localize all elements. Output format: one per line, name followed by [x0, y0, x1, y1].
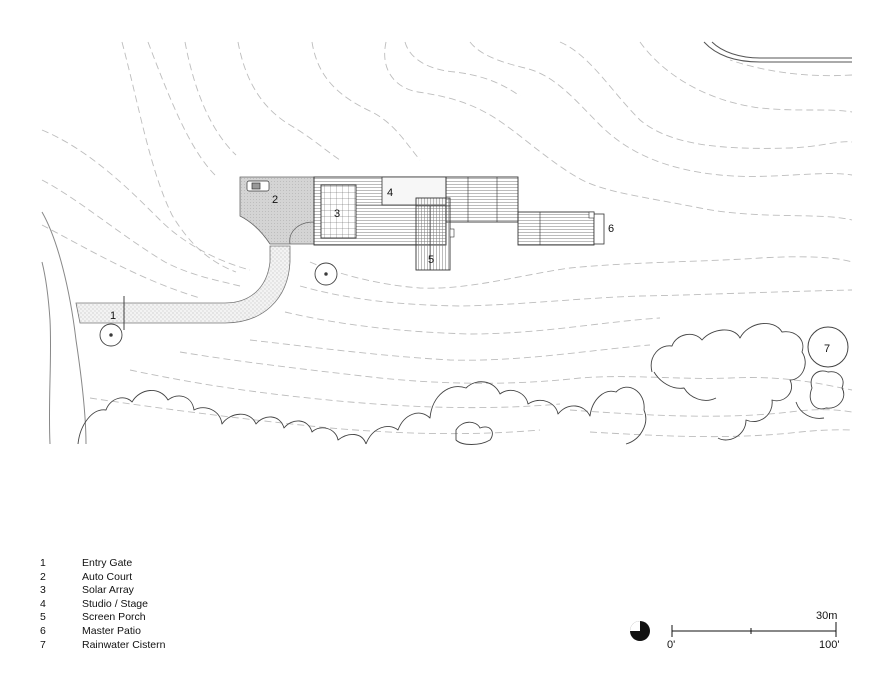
legend-number: 2	[40, 570, 46, 583]
master-patio	[593, 213, 605, 245]
legend-label: Studio / Stage	[82, 597, 148, 610]
legend-item: 1 Entry Gate	[40, 557, 165, 571]
legend-label: Master Patio	[82, 624, 141, 637]
master-wing	[517, 211, 595, 246]
tree-canopy	[77, 323, 845, 445]
callout-4: 4	[387, 187, 393, 199]
east-wing	[445, 176, 519, 223]
scale-bar	[671, 622, 837, 637]
legend-label: Screen Porch	[82, 611, 146, 624]
legend-item: 6 Master Patio	[40, 625, 165, 639]
top-right-road	[703, 41, 852, 63]
legend-item: 7 Rainwater Cistern	[40, 639, 165, 653]
legend: 1 Entry Gate 2 Auto Court 3 Solar Array …	[40, 557, 165, 652]
legend-item: 2 Auto Court	[40, 571, 165, 585]
callout-6: 6	[608, 223, 614, 235]
north-arrow-icon	[630, 621, 650, 641]
screen-porch	[415, 197, 451, 271]
legend-number: 3	[40, 584, 46, 597]
scale-end-label: 100'	[819, 639, 840, 651]
legend-item: 4 Studio / Stage	[40, 598, 165, 612]
callout-1: 1	[110, 310, 116, 322]
callout-2: 2	[272, 194, 278, 206]
legend-item: 5 Screen Porch	[40, 611, 165, 625]
driveway	[75, 245, 291, 324]
legend-label: Solar Array	[82, 584, 134, 597]
legend-item: 3 Solar Array	[40, 584, 165, 598]
legend-number: 4	[40, 597, 46, 610]
road	[41, 211, 87, 445]
callout-5: 5	[428, 254, 434, 266]
legend-label: Entry Gate	[82, 557, 133, 569]
legend-number: 7	[40, 638, 46, 651]
scale-start-label: 0'	[667, 639, 676, 651]
legend-number: 5	[40, 611, 46, 624]
car-icon	[246, 180, 270, 192]
legend-number: 1	[40, 557, 46, 569]
legend-label: Rainwater Cistern	[82, 638, 166, 651]
legend-number: 6	[40, 624, 46, 637]
rainwater-cistern	[807, 326, 849, 368]
contour-lines	[41, 41, 853, 438]
callout-7: 7	[824, 343, 830, 355]
specimen-trees	[99, 262, 338, 347]
callout-3: 3	[334, 208, 340, 220]
solar-array	[320, 184, 357, 239]
plan-callouts: 1 2 3 4 5 6 7	[110, 187, 830, 355]
scale-metric-label: 30m	[816, 610, 838, 622]
legend-label: Auto Court	[82, 570, 133, 583]
